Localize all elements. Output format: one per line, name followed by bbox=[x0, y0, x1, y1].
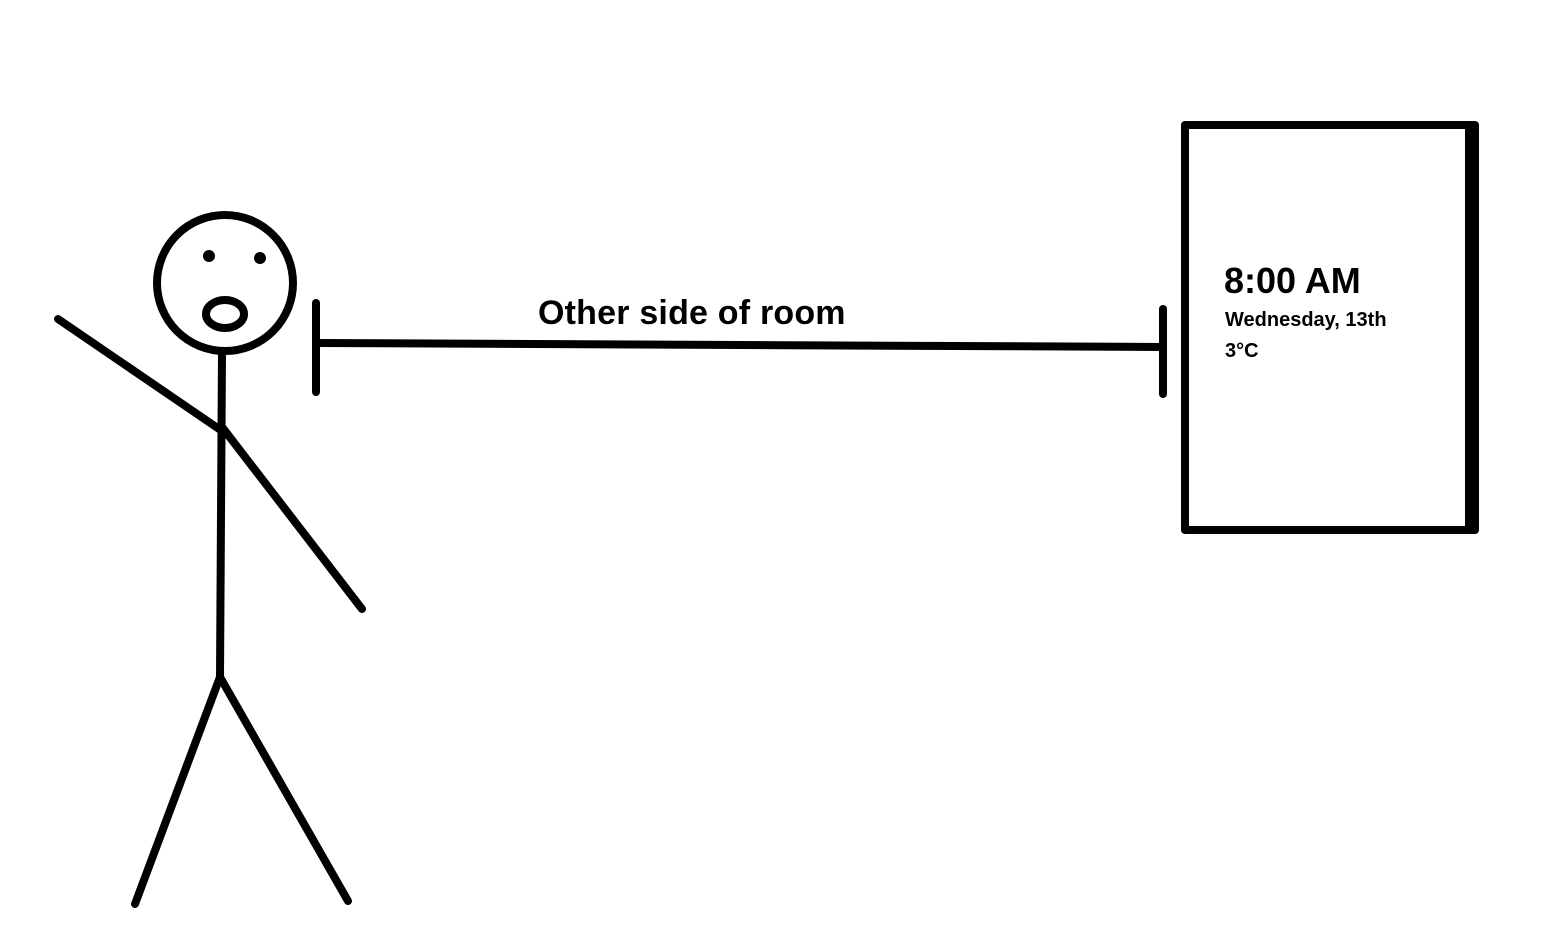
figure-left-leg bbox=[131, 673, 224, 908]
distance-line bbox=[312, 339, 1167, 351]
figure-raised-arm bbox=[54, 315, 226, 435]
stick-figure bbox=[54, 211, 366, 908]
display-temperature: 3°C bbox=[1225, 340, 1259, 362]
display-time: 8:00 AM bbox=[1224, 260, 1361, 301]
wall-display bbox=[1181, 121, 1479, 534]
distance-indicator bbox=[312, 299, 1167, 398]
figure-right-eye bbox=[254, 252, 266, 264]
figure-lower-arm bbox=[218, 423, 366, 613]
figure-left-eye bbox=[203, 250, 215, 262]
figure-right-leg bbox=[216, 673, 352, 905]
figure-mouth bbox=[202, 296, 248, 332]
distance-label: Other side of room bbox=[538, 294, 846, 332]
figure-body bbox=[216, 348, 226, 681]
display-right-edge-shadow bbox=[1465, 125, 1479, 530]
display-date: Wednesday, 13th bbox=[1225, 309, 1387, 331]
